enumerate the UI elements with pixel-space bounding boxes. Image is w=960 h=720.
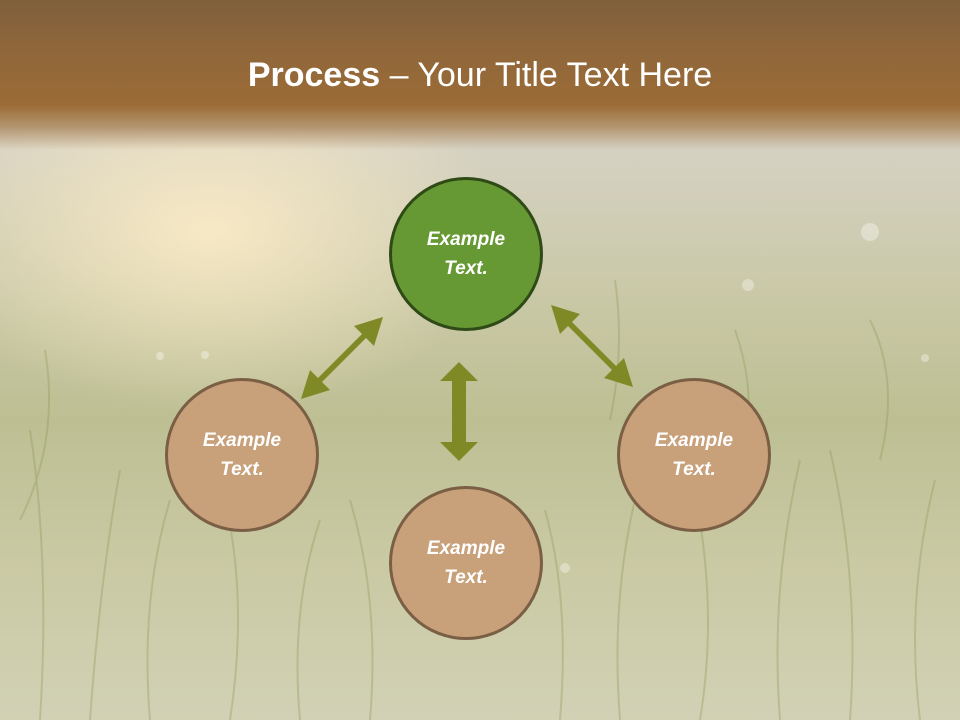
title-bar — [0, 0, 960, 150]
process-node-bottom: Example Text. — [389, 486, 543, 640]
arrow-top-left — [301, 317, 383, 399]
process-node-left: Example Text. — [165, 378, 319, 532]
process-node-top: Example Text. — [389, 177, 543, 331]
arrow-top-right — [551, 305, 633, 387]
node-label: Example Text. — [426, 229, 506, 279]
node-label: Example Text. — [426, 538, 506, 588]
process-node-right: Example Text. — [617, 378, 771, 532]
title-rest: – Your Title Text Here — [380, 56, 713, 94]
node-label: Example Text. — [202, 430, 282, 480]
title-strong: Process — [247, 56, 381, 94]
page-title: Process – Your Title Text Here — [0, 52, 960, 98]
node-label: Example Text. — [654, 430, 734, 480]
arrow-center-vertical — [440, 362, 478, 461]
